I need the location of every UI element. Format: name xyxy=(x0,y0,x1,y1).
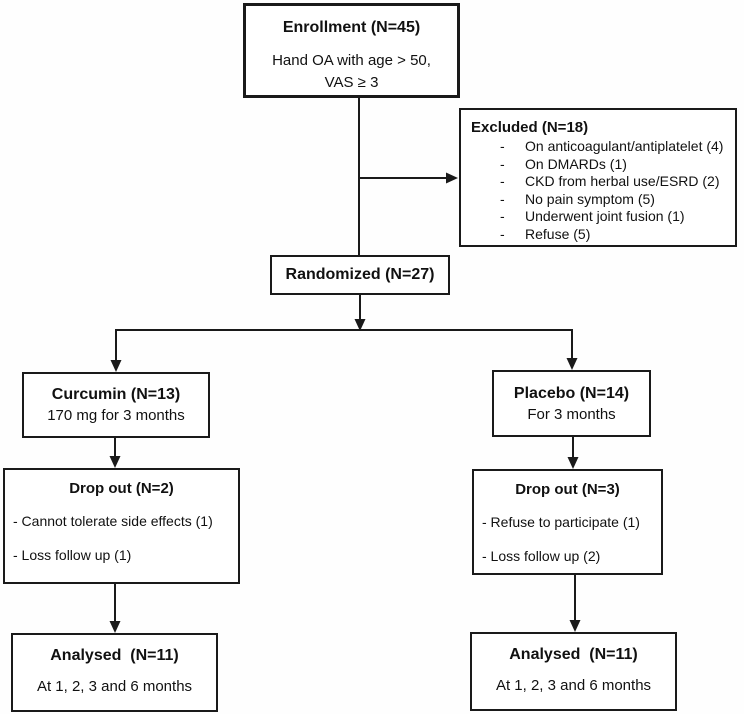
curcumin-arm-box: Curcumin (N=13) 170 mg for 3 months xyxy=(22,372,210,438)
randomized-box: Randomized (N=27) xyxy=(270,255,450,295)
dropout-curcumin-title: Drop out (N=2) xyxy=(69,480,174,497)
excluded-item-dash: - xyxy=(500,225,505,242)
excluded-item: - CKD from herbal use/ESRD (2) xyxy=(471,173,729,191)
excluded-title: Excluded (N=18) xyxy=(471,119,589,136)
excluded-item: - Refuse (5) xyxy=(471,226,729,244)
arrowhead-randomized-to-split xyxy=(354,319,366,331)
excluded-item-text: Refuse (5) xyxy=(525,225,591,242)
enrollment-criteria-line2: VAS ≥ 3 xyxy=(324,73,379,91)
randomized-title: Randomized (N=27) xyxy=(285,266,435,283)
dropout-placebo-item: - Refuse to participate (1) xyxy=(482,514,640,530)
excluded-item-text: Underwent joint fusion (1) xyxy=(525,208,685,224)
curcumin-title: Curcumin (N=13) xyxy=(51,386,181,403)
arrowhead-curcumin-to-dropout xyxy=(109,456,121,468)
analysed-curcumin-title: Analysed (N=11) xyxy=(50,647,179,664)
analysed-placebo-box: Analysed (N=11) At 1, 2, 3 and 6 months xyxy=(470,632,677,711)
enrollment-criteria-line1: Hand OA with age > 50, xyxy=(272,52,431,69)
excluded-item-dash: - xyxy=(500,138,505,154)
arrowhead-dropout-to-analysed-curcumin xyxy=(109,621,121,633)
excluded-item-text: No pain symptom (5) xyxy=(525,190,655,207)
dropout-curcumin-box: Drop out (N=2) - Cannot tolerate side ef… xyxy=(3,468,240,584)
dropout-curcumin-item: - Loss follow up (1) xyxy=(13,547,132,563)
excluded-item-text: CKD from herbal use/ESRD (2) xyxy=(525,173,720,189)
placebo-subtitle: For 3 months xyxy=(527,405,616,423)
excluded-item-dash: - xyxy=(500,155,505,172)
enrollment-criteria: Hand OA with age > 50, VAS ≥ 3 xyxy=(246,50,457,94)
excluded-item-dash: - xyxy=(500,190,505,207)
arrowhead-to-excluded xyxy=(446,172,458,184)
excluded-box: Excluded (N=18) - On anticoagulant/antip… xyxy=(459,108,737,247)
excluded-item: - On DMARDs (1) xyxy=(471,156,729,174)
placebo-arm-box: Placebo (N=14) For 3 months xyxy=(492,370,651,437)
excluded-item-text: On DMARDs (1) xyxy=(525,155,627,172)
analysed-curcumin-subtitle: At 1, 2, 3 and 6 months xyxy=(36,678,193,695)
dropout-placebo-item: - Loss follow up (2) xyxy=(482,548,601,564)
analysed-placebo-title: Analysed (N=11) xyxy=(509,646,638,663)
excluded-item-dash: - xyxy=(500,208,505,224)
excluded-item: - No pain symptom (5) xyxy=(471,191,729,209)
placebo-title: Placebo (N=14) xyxy=(513,384,630,402)
curcumin-subtitle: 170 mg for 3 months xyxy=(47,407,185,424)
dropout-placebo-title: Drop out (N=3) xyxy=(515,481,620,498)
dropout-curcumin-item: - Cannot tolerate side effects (1) xyxy=(13,513,213,529)
arrowhead-placebo-to-dropout xyxy=(567,457,579,469)
arrowhead-split-to-placebo xyxy=(566,358,578,370)
excluded-item-dash: - xyxy=(500,173,505,189)
analysed-curcumin-box: Analysed (N=11) At 1, 2, 3 and 6 months xyxy=(11,633,218,712)
excluded-item: - On anticoagulant/antiplatelet (4) xyxy=(471,138,729,156)
dropout-placebo-box: Drop out (N=3) - Refuse to participate (… xyxy=(472,469,663,575)
enrollment-title: Enrollment (N=45) xyxy=(282,19,421,36)
arrowhead-split-to-curcumin xyxy=(110,360,122,372)
enrollment-box: Enrollment (N=45) Hand OA with age > 50,… xyxy=(243,3,460,98)
excluded-item: - Underwent joint fusion (1) xyxy=(471,208,729,226)
arrowhead-dropout-to-analysed-placebo xyxy=(569,620,581,632)
excluded-item-text: On anticoagulant/antiplatelet (4) xyxy=(525,138,724,154)
analysed-placebo-subtitle: At 1, 2, 3 and 6 months xyxy=(495,677,652,694)
